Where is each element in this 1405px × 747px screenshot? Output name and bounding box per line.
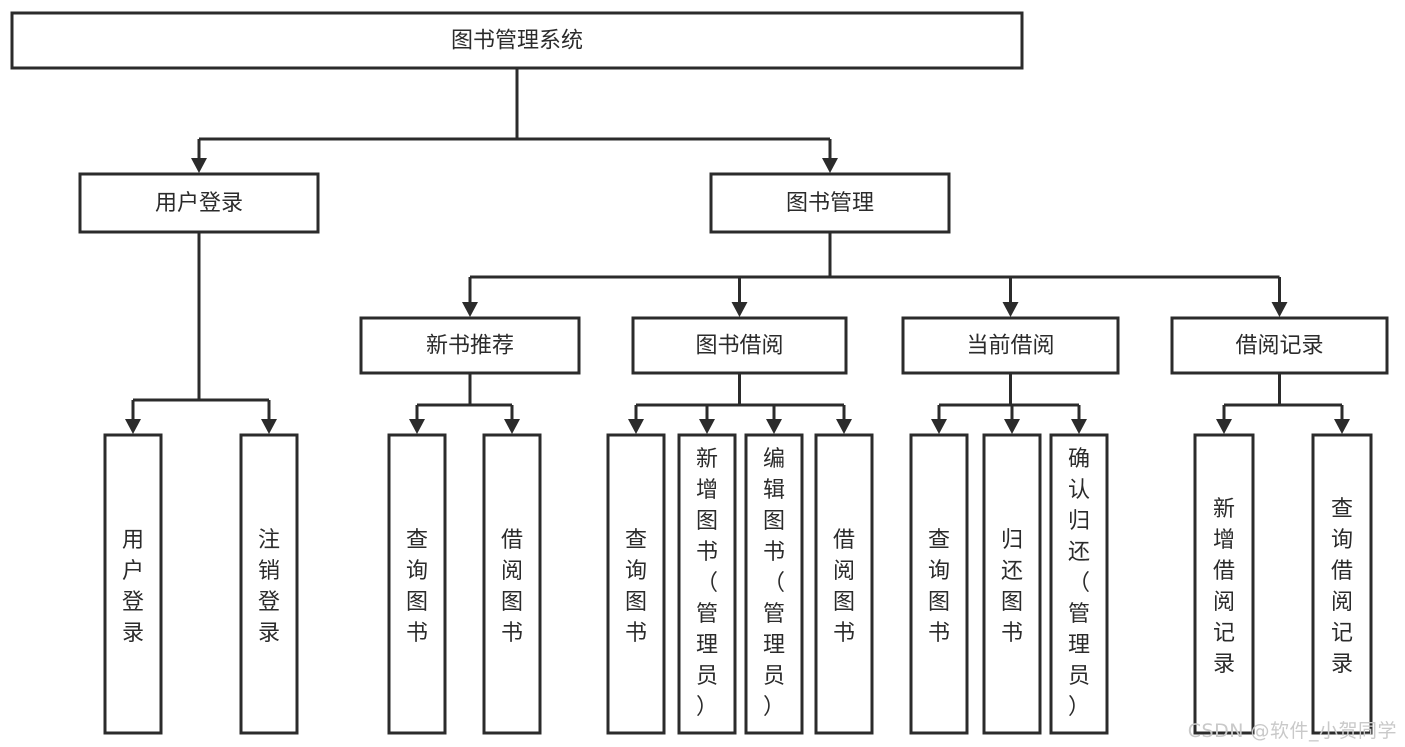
node-l3_3[interactable]: 借阅记录 <box>1170 316 1389 375</box>
node-leaf_6[interactable]: 编辑图书（管理员） <box>744 433 804 735</box>
connector-arrowhead <box>836 419 852 434</box>
node-label: 用户登录 <box>155 191 243 216</box>
node-leaf_1[interactable]: 注销登录 <box>239 433 299 735</box>
node-label: 借阅记录 <box>1235 334 1323 359</box>
watermark-text: CSDN @软件_小贺同学 <box>1187 720 1397 742</box>
node-label: 图书管理 <box>786 191 874 216</box>
connector-arrowhead <box>462 302 478 317</box>
node-box[interactable] <box>709 172 951 234</box>
node-label-vertical: 新增借阅记录 <box>1213 497 1235 677</box>
node-box[interactable] <box>1170 316 1389 375</box>
connector-arrowhead <box>191 158 207 173</box>
node-label-vertical: 新增图书（管理员） <box>696 447 718 720</box>
connector-arrowhead <box>931 419 947 434</box>
node-label-vertical: 归还图书 <box>1001 528 1023 646</box>
node-label-vertical: 编辑图书（管理员） <box>763 447 785 720</box>
node-leaf_10[interactable]: 确认归还（管理员） <box>1049 433 1109 735</box>
connector-arrowhead <box>1216 419 1232 434</box>
node-leaf_12[interactable]: 查询借阅记录 <box>1311 433 1373 735</box>
node-leaf_9[interactable]: 归还图书 <box>982 433 1042 735</box>
connector-arrowhead <box>409 419 425 434</box>
connector-arrowhead <box>731 302 748 317</box>
node-l3_2[interactable]: 当前借阅 <box>901 316 1120 375</box>
connector-group <box>409 373 520 434</box>
node-box[interactable] <box>1049 433 1109 735</box>
connector-group <box>191 68 838 173</box>
node-leaf_0[interactable]: 用户登录 <box>103 433 163 735</box>
node-label-vertical: 确认归还（管理员） <box>1068 447 1090 720</box>
node-label-vertical: 用户登录 <box>122 528 144 646</box>
node-box[interactable] <box>631 316 848 375</box>
node-box[interactable] <box>482 433 542 735</box>
connector-group <box>125 232 277 434</box>
node-l3_1[interactable]: 图书借阅 <box>631 316 848 375</box>
node-label-vertical: 查询图书 <box>625 528 647 646</box>
node-label-vertical: 借阅图书 <box>501 528 523 646</box>
node-box[interactable] <box>677 433 737 735</box>
connector-layer <box>125 68 1350 434</box>
node-box[interactable] <box>901 316 1120 375</box>
node-leaf_11[interactable]: 新增借阅记录 <box>1193 433 1255 735</box>
node-box[interactable] <box>359 316 581 375</box>
connector-arrowhead <box>628 419 644 434</box>
node-root[interactable]: 图书管理系统 <box>10 11 1024 70</box>
node-label-vertical: 查询图书 <box>406 528 428 646</box>
connector-group <box>462 232 1288 317</box>
node-label: 当前借阅 <box>966 334 1054 359</box>
connector-arrowhead <box>1271 302 1288 317</box>
node-leaf_5[interactable]: 新增图书（管理员） <box>677 433 737 735</box>
node-leaf_2[interactable]: 查询图书 <box>387 433 447 735</box>
node-box[interactable] <box>1311 433 1373 735</box>
node-label-vertical: 查询借阅记录 <box>1331 497 1353 677</box>
node-box[interactable] <box>814 433 874 735</box>
node-l3_0[interactable]: 新书推荐 <box>359 316 581 375</box>
connector-arrowhead <box>1004 419 1020 434</box>
node-label: 新书推荐 <box>426 334 514 359</box>
connector-arrowhead <box>699 419 715 434</box>
node-box[interactable] <box>387 433 447 735</box>
connector-arrowhead <box>504 419 520 434</box>
node-leaf_3[interactable]: 借阅图书 <box>482 433 542 735</box>
node-box[interactable] <box>982 433 1042 735</box>
connector-arrowhead <box>1334 419 1350 434</box>
node-l2_1[interactable]: 图书管理 <box>709 172 951 234</box>
node-box[interactable] <box>78 172 320 234</box>
node-box[interactable] <box>1193 433 1255 735</box>
node-l2_0[interactable]: 用户登录 <box>78 172 320 234</box>
connector-group <box>628 373 852 434</box>
connector-arrowhead <box>1002 302 1019 317</box>
node-label: 图书管理系统 <box>451 29 583 54</box>
node-leaf_7[interactable]: 借阅图书 <box>814 433 874 735</box>
node-box[interactable] <box>103 433 163 735</box>
node-box[interactable] <box>744 433 804 735</box>
node-box[interactable] <box>239 433 299 735</box>
connector-arrowhead <box>822 158 838 173</box>
node-layer: 图书管理系统用户登录图书管理新书推荐图书借阅当前借阅借阅记录用户登录注销登录查询… <box>10 11 1389 735</box>
node-label: 图书借阅 <box>695 334 783 359</box>
node-leaf_4[interactable]: 查询图书 <box>606 433 666 735</box>
connector-arrowhead <box>1071 419 1087 434</box>
node-label-vertical: 借阅图书 <box>833 528 855 646</box>
node-box[interactable] <box>606 433 666 735</box>
node-box[interactable] <box>909 433 969 735</box>
connector-group <box>931 373 1087 434</box>
node-leaf_8[interactable]: 查询图书 <box>909 433 969 735</box>
connector-arrowhead <box>766 419 782 434</box>
node-label-vertical: 查询图书 <box>928 528 950 646</box>
node-label-vertical: 注销登录 <box>258 528 280 646</box>
connector-arrowhead <box>125 419 141 434</box>
connector-group <box>1216 373 1350 434</box>
node-box[interactable] <box>10 11 1024 70</box>
connector-arrowhead <box>261 419 277 434</box>
